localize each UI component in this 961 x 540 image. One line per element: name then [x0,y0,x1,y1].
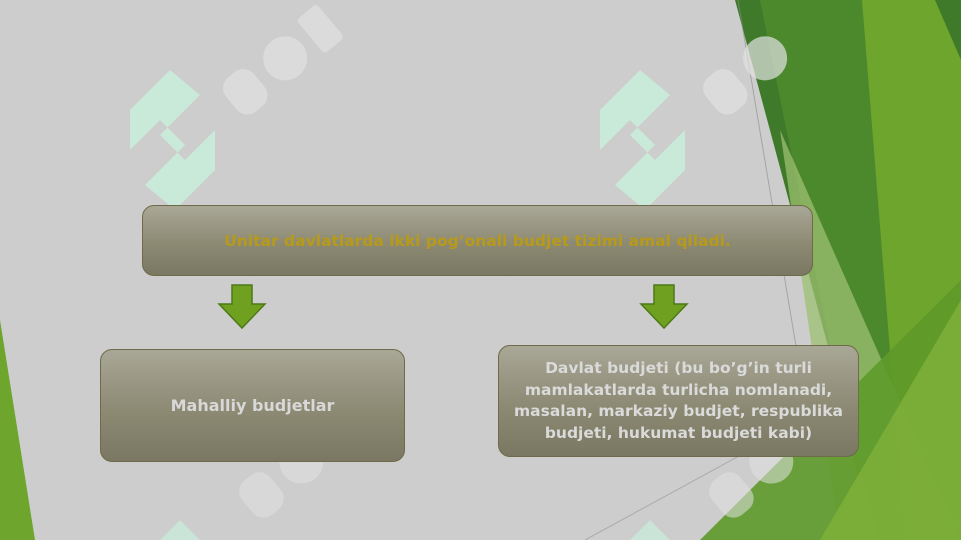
local-budgets-text: Mahalliy budjetlar [170,396,335,415]
sof-logo-watermark [130,70,215,210]
sof-watermark-mark [223,5,343,115]
diagram-title-box: Unitar davlatlarda ikki pog’onali budjet… [142,205,813,276]
local-budgets-box: Mahalliy budjetlar [100,349,405,462]
decor-triangle-left [0,320,35,540]
arrow-down-icon [639,284,689,330]
sof-logo-watermark [160,520,200,540]
decor-triangle-bottom-light [820,300,961,540]
sof-logo-watermark [600,70,685,210]
sof-watermark-mark [703,36,788,115]
sof-logo-watermark [630,520,670,540]
diagram-title-text: Unitar davlatlarda ikki pog’onali budjet… [224,231,731,250]
state-budget-text: Davlat budjeti (bu bo’g’in turli mamlaka… [514,359,843,442]
arrow-down-icon [217,284,267,330]
state-budget-box: Davlat budjeti (bu bo’g’in turli mamlaka… [498,345,859,457]
